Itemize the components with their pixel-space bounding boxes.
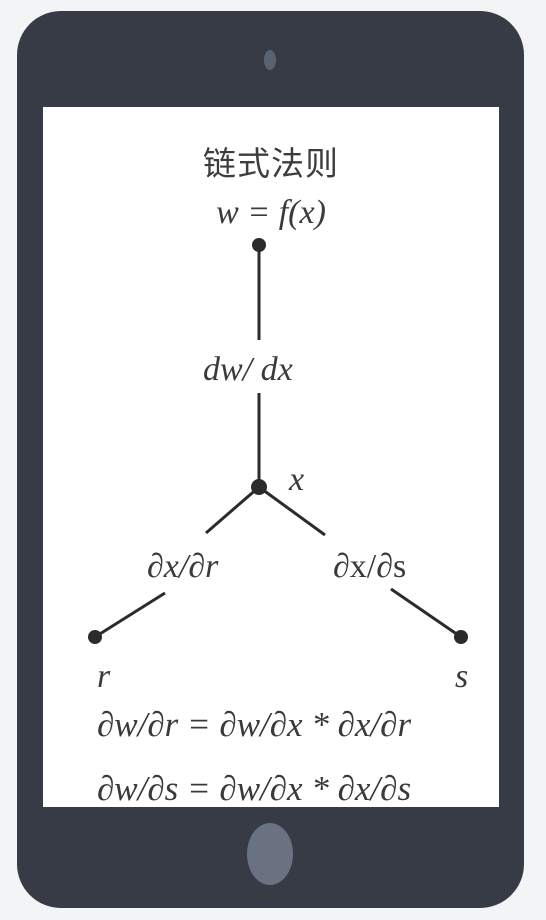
edge-left-lower: [94, 591, 166, 639]
home-button[interactable]: [247, 823, 293, 885]
edge-right-lower: [390, 587, 462, 639]
tree-diagram: [88, 238, 468, 644]
tablet-frame: 链式法则 w = f(x) dw/ dx x ∂x/∂r ∂x/∂s r s ∂…: [17, 11, 524, 908]
edge-label-top: dw/ dx: [203, 351, 293, 388]
node-middle: [251, 479, 267, 495]
edge-label-right: ∂x/∂s: [333, 548, 407, 585]
camera-icon: [264, 50, 276, 70]
node-left: [88, 630, 102, 644]
equation-r: ∂w/∂r = ∂w/∂x * ∂x/∂r: [97, 705, 412, 744]
node-right: [454, 630, 468, 644]
node-label-right: s: [455, 658, 469, 695]
node-label-middle: x: [289, 461, 305, 498]
edge-left-upper: [205, 485, 260, 535]
edge-label-left: ∂x/∂r: [147, 548, 219, 585]
diagram-title: 链式法则: [203, 144, 339, 183]
node-top: [252, 238, 266, 252]
diagram-subtitle: w = f(x): [216, 194, 326, 231]
edge-right-upper: [258, 485, 326, 537]
node-label-left: r: [97, 658, 111, 695]
equation-s: ∂w/∂s = ∂w/∂x * ∂x/∂s: [97, 769, 412, 808]
screen: 链式法则 w = f(x) dw/ dx x ∂x/∂r ∂x/∂s r s ∂…: [43, 107, 499, 807]
